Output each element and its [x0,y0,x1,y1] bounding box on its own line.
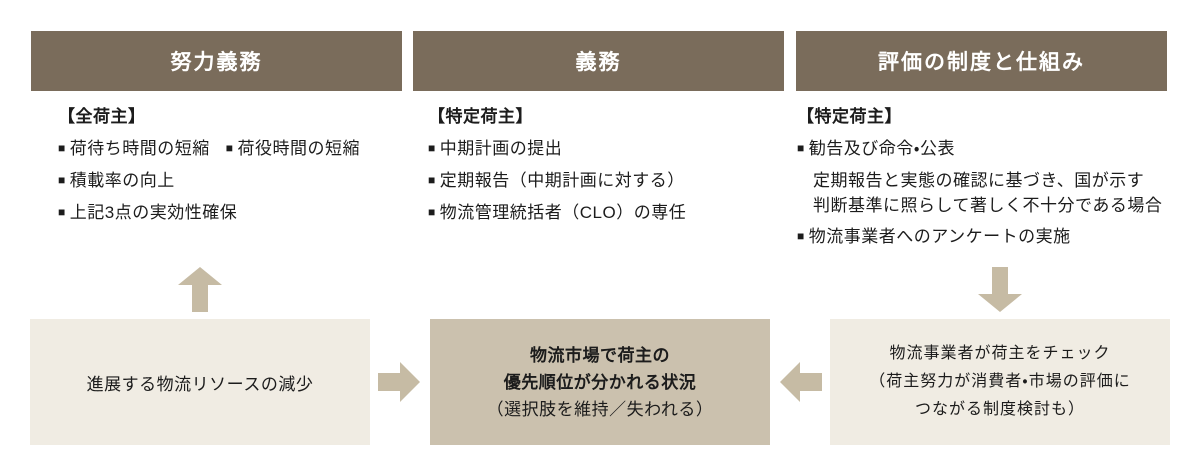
box-shipper-priority-split: 物流市場で荷主の 優先順位が分かれる状況 （選択肢を維持／失われる） [430,319,770,445]
list-item: ■定期報告（中期計画に対する） [428,171,786,192]
header-evaluation-system-label: 評価の制度と仕組み [878,51,1085,74]
audience-label-designated-shippers: 【特定荷主】 [428,107,533,126]
right-arrow-icon [378,362,420,402]
list-item-label: 上記3点の実効性確保 [69,203,238,222]
header-obligation-label: 義務 [575,51,622,74]
list-item: ■上記3点の実効性確保 [58,203,402,224]
box-text: 進展する物流リソースの減少 [86,374,314,394]
left-arrow-icon [780,362,822,402]
list-item: ■勧告及び命令・公表 [797,139,1173,160]
list-item-label: 物流管理統括者（CLO）の専任 [439,203,687,222]
list-item-label: 物流事業者へのアンケートの実施 [808,227,1071,246]
list-item: ■荷待ち時間の短縮■荷役時間の短縮 [58,139,402,160]
bullet-square-icon: ■ [428,205,436,219]
up-arrow-shape [178,267,222,312]
list-item: ■物流事業者へのアンケートの実施 [797,227,1173,248]
bullet-square-icon: ■ [58,141,66,155]
list-item: ■積載率の向上 [58,171,402,192]
list-item-label: 荷待ち時間の短縮 [69,139,210,158]
list-item: ■物流管理統括者（CLO）の専任 [428,203,786,224]
header-effort-obligation-label: 努力義務 [170,51,263,74]
box-text-line: つながる制度検討も） [914,401,1085,418]
right-arrow-shape [378,362,420,402]
bullet-square-icon: ■ [58,173,66,187]
box-text-line: 物流事業者が荷主をチェック [889,345,1111,362]
list-item-text: ■荷役時間の短縮 [226,139,360,158]
list-item-label: 荷役時間の短縮 [237,139,360,158]
header-obligation: 義務 [413,31,784,91]
up-arrow-icon [178,267,222,312]
box-text-line: 物流市場で荷主の [530,345,670,365]
list-item: ■中期計画の提出 [428,139,786,160]
box-logistics-resource-decline: 進展する物流リソースの減少 [30,319,370,445]
list-item-note-line: 定期報告と実態の確認に基づき、国が示す [813,171,1145,190]
list-item-label: 中期計画の提出 [439,139,563,158]
audience-label-designated-shippers: 【特定荷主】 [797,107,902,126]
down-arrow-shape [978,267,1022,312]
bullet-square-icon: ■ [797,141,805,155]
bullet-square-icon: ■ [225,141,234,155]
list-item-note-line: 判断基準に照らして著しく不十分である場合 [813,196,1163,215]
header-effort-obligation: 努力義務 [31,31,402,91]
box-text-line: 優先順位が分かれる状況 [503,372,697,392]
list-obligation: 【特定荷主】 ■中期計画の提出 ■定期報告（中期計画に対する） ■物流管理統括者… [428,107,786,235]
bullet-square-icon: ■ [428,173,436,187]
list-evaluation-system: 【特定荷主】 ■勧告及び命令・公表 定期報告と実態の確認に基づき、国が示す 判断… [797,107,1173,256]
down-arrow-icon [978,267,1022,312]
left-arrow-shape [780,362,822,402]
list-item-label: 勧告及び命令・公表 [808,139,956,158]
header-evaluation-system: 評価の制度と仕組み [796,31,1167,91]
box-logistics-operators-check-shippers: 物流事業者が荷主をチェック （荷主努力が消費者・市場の評価に つながる制度検討も… [830,319,1170,445]
box-text-line: （荷主努力が消費者・市場の評価に [869,373,1131,390]
list-item-text: ■荷待ち時間の短縮 [58,139,210,158]
bullet-square-icon: ■ [428,141,436,155]
bullet-square-icon: ■ [797,229,805,243]
list-item-label: 積載率の向上 [69,171,175,190]
box-text-subline: （選択肢を維持／失われる） [486,399,714,419]
list-item-with-note: ■勧告及び命令・公表 定期報告と実態の確認に基づき、国が示す 判断基準に照らして… [797,139,1173,218]
list-effort-obligation: 【全荷主】 ■荷待ち時間の短縮■荷役時間の短縮 ■積載率の向上 ■上記3点の実効… [58,107,402,235]
audience-label-all-shippers: 【全荷主】 [58,107,146,126]
list-item-label: 定期報告（中期計画に対する） [439,171,685,190]
bullet-square-icon: ■ [58,205,66,219]
